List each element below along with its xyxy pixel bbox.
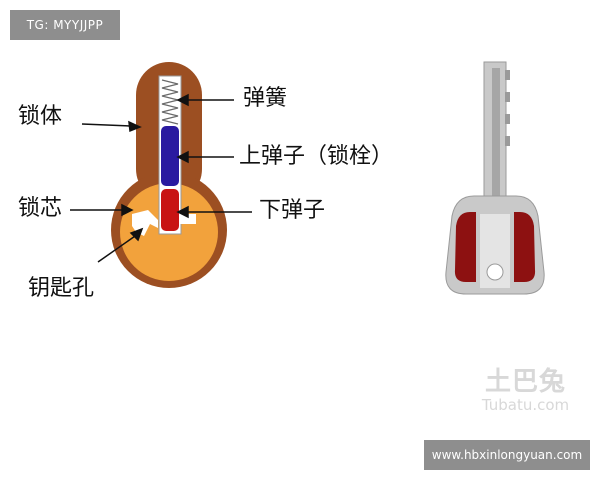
label-spring: 弹簧: [243, 86, 288, 111]
label-lock-body: 锁体: [18, 104, 63, 129]
arrowhead-spring: [176, 93, 189, 107]
label-upper-pin: 上弹子（锁栓）: [239, 144, 394, 169]
pointer-keyhole: [97, 233, 139, 263]
label-keyhole: 钥匙孔: [28, 276, 95, 301]
key-bow-cut-left: [454, 212, 476, 282]
upper-pin: [161, 126, 179, 186]
key-ring-hole: [486, 263, 504, 281]
pointer-lock-body: [81, 123, 131, 127]
arrowhead-lower-pin: [176, 205, 189, 219]
arrowhead-lock-body: [128, 120, 142, 133]
source-tag: TG: MYYJJPP: [10, 10, 120, 40]
arrowhead-lock-core: [121, 203, 134, 217]
spring: [161, 79, 179, 125]
watermark-chinese: 土巴兔: [484, 367, 566, 397]
key-teeth: [505, 70, 510, 146]
key: [445, 61, 545, 295]
label-lower-pin: 下弹子: [259, 198, 326, 223]
site-url-tag: www.hbxinlongyuan.com: [424, 440, 590, 470]
key-bow-cut-right: [514, 212, 536, 282]
arrowhead-keyhole: [129, 227, 144, 242]
arrowhead-upper-pin: [176, 150, 189, 164]
watermark-latin: Tubatu.com: [481, 396, 570, 414]
key-blade-groove: [492, 68, 500, 236]
label-lock-core: 锁芯: [18, 196, 63, 221]
watermark: 土巴兔 Tubatu.com: [468, 368, 583, 414]
lower-pin: [161, 189, 179, 231]
keyhole-slot: [180, 214, 196, 224]
